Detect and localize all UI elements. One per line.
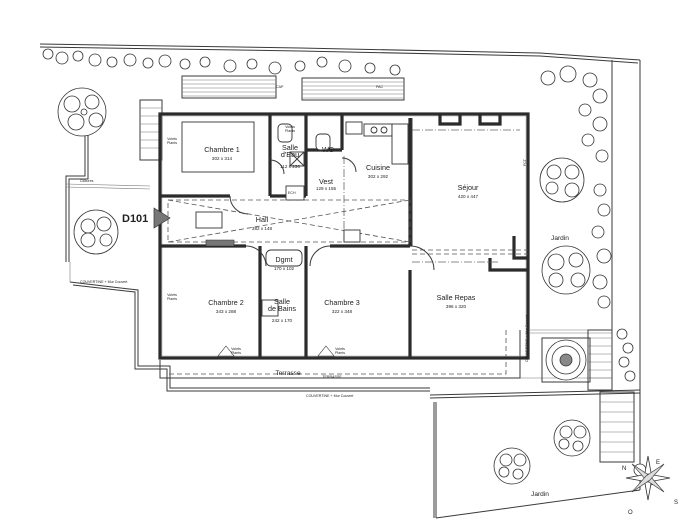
label-line: Volets bbox=[167, 293, 177, 297]
room-chambre-2-dims: 343 x 288 bbox=[216, 309, 237, 314]
label-line: Salle bbox=[274, 297, 290, 306]
label-line: Plants bbox=[231, 351, 241, 355]
label-line: Volets bbox=[231, 347, 241, 351]
room-salle-eau-dims: 112 x 236 bbox=[280, 164, 300, 169]
room-chambre-3-dims: 322 x 348 bbox=[332, 309, 353, 314]
room-cuisine-dims: 302 x 292 bbox=[368, 174, 389, 179]
kitchen-sink bbox=[363, 123, 393, 137]
boiler bbox=[343, 229, 361, 243]
compass-n: N bbox=[622, 466, 626, 472]
toilet-2 bbox=[315, 133, 331, 151]
hedge-east bbox=[540, 65, 612, 309]
entrance-arrow-icon bbox=[153, 207, 171, 229]
label-clotures: Clôtures bbox=[80, 179, 94, 183]
room-dgmt-dims: 170 x 102 bbox=[274, 266, 295, 271]
compass-e: E bbox=[656, 460, 660, 466]
bath-sink bbox=[261, 299, 279, 317]
compass-o: O bbox=[628, 510, 633, 516]
room-vest: Vest bbox=[319, 177, 333, 186]
tree-east-upper bbox=[539, 157, 585, 203]
label-ech: ECH bbox=[288, 191, 296, 195]
label-line: Plants bbox=[335, 351, 345, 355]
room-chambre-2: Chambre 2 bbox=[208, 298, 244, 307]
fixtures bbox=[153, 121, 409, 357]
room-salle-bains-dims: 242 x 170 bbox=[272, 318, 293, 323]
room-hall: Hall bbox=[256, 215, 269, 224]
label-fct: FCT bbox=[523, 158, 527, 166]
room-salle-repas: Salle Repas bbox=[437, 293, 476, 302]
label-jardin-south: Jardin bbox=[531, 491, 549, 498]
compass-s: S bbox=[674, 500, 678, 506]
room-wc: WC bbox=[322, 145, 334, 154]
room-sejour-dims: 420 x 447 bbox=[458, 194, 479, 199]
exterior-labels: Jardin Jardin Terrasse TERRASSE COUVERTI… bbox=[80, 85, 569, 498]
label-line: Volets bbox=[335, 347, 345, 351]
door-swings bbox=[229, 157, 435, 271]
stairs-east-garden bbox=[587, 329, 613, 391]
lot-tag-text: D101 bbox=[122, 213, 148, 225]
room-hall-dims: 382 x 148 bbox=[252, 226, 273, 231]
lot-tag: D101 bbox=[122, 213, 148, 225]
fountain bbox=[541, 337, 591, 383]
vegetation bbox=[42, 48, 656, 486]
room-chambre-1-dims: 302 x 314 bbox=[212, 156, 233, 161]
tree-south-1 bbox=[493, 447, 531, 485]
label-couverture-1: COUVERTINE + Mur Couvert bbox=[80, 280, 127, 284]
label-line: Volets bbox=[167, 137, 177, 141]
label-line: de Bains bbox=[268, 304, 296, 313]
label-terrasse: Terrasse bbox=[275, 370, 301, 377]
label-line: d'Eau bbox=[281, 150, 299, 159]
room-chambre-3: Chambre 3 bbox=[324, 298, 360, 307]
label-couverture-2: COUVERTINE + Mur Couvert bbox=[306, 394, 353, 398]
room-chambre-1: Chambre 1 bbox=[204, 145, 240, 154]
tree-northwest bbox=[57, 87, 107, 137]
tree-east-lower bbox=[541, 245, 591, 295]
site-boundary bbox=[39, 43, 641, 519]
hall-ceiling-marks bbox=[167, 129, 528, 263]
room-sejour: Séjour bbox=[458, 183, 479, 192]
bed bbox=[181, 121, 255, 173]
label-line: Volets bbox=[285, 125, 295, 129]
label-couverture-3: COUVERTINE + Mur Couvert bbox=[525, 315, 529, 362]
counter bbox=[391, 123, 409, 165]
room-vest-dims: 129 x 155 bbox=[316, 186, 337, 191]
bathtub bbox=[265, 249, 303, 267]
label-pac: PAC bbox=[376, 85, 384, 89]
ech-box bbox=[285, 185, 305, 201]
compass-rose: N E S O bbox=[622, 455, 678, 516]
hall-arrow-marker bbox=[195, 211, 223, 229]
tree-south-2 bbox=[553, 419, 591, 457]
stairs-south bbox=[599, 391, 635, 463]
stairs-north-east bbox=[301, 77, 405, 101]
label-line: Salle bbox=[282, 143, 298, 152]
label-jardin-east: Jardin bbox=[551, 235, 569, 242]
terrace bbox=[159, 330, 521, 379]
label-line: Plants bbox=[167, 297, 177, 301]
room-cuisine: Cuisine bbox=[366, 163, 390, 172]
stairs-north-west bbox=[181, 75, 277, 99]
toilet-1 bbox=[277, 123, 293, 143]
label-cap: CAP bbox=[276, 85, 284, 89]
room-salle-repas-dims: 396 x 320 bbox=[446, 304, 467, 309]
label-line: Plants bbox=[167, 141, 177, 145]
room-dgmt: Dgmt bbox=[275, 255, 292, 264]
label-terrasse-tag: TERRASSE bbox=[322, 375, 342, 379]
label-line: Plants bbox=[285, 129, 295, 133]
tree-west bbox=[73, 209, 119, 255]
hedge-north bbox=[42, 48, 401, 76]
sink-wc bbox=[345, 121, 363, 135]
